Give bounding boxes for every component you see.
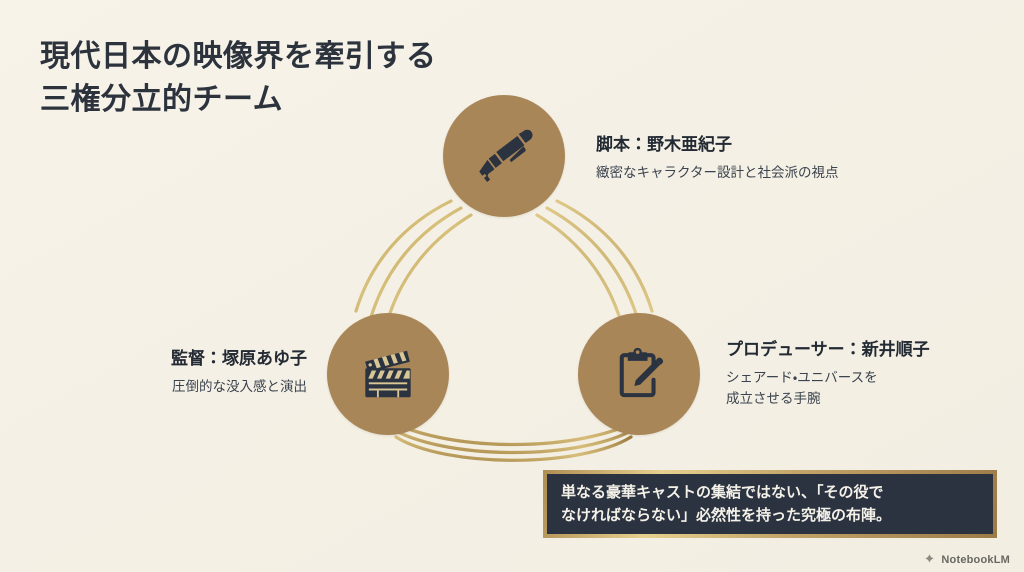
caption-text: 単なる豪華キャストの集結ではない、「その役で なければならない」必然性を持った究… xyxy=(561,481,891,528)
label-director-sub-line-1: 圧倒的な没入感と演出 xyxy=(172,379,307,396)
page-title-line-2: 三権分立的チーム xyxy=(40,81,284,117)
page-title: 現代日本の映像界を牽引する 三権分立的チーム xyxy=(40,36,600,121)
caption-line-1: 単なる豪華キャストの集結ではない、「その役で xyxy=(561,482,884,501)
label-producer-sub-line-2: 成立させる手腕 xyxy=(726,391,821,408)
label-writer: 脚本：野木亜紀子 緻密なキャラクター設計と社会派の視点 xyxy=(596,134,838,184)
watermark-label: NotebookLM xyxy=(941,553,1010,566)
arc-top-left xyxy=(354,199,473,324)
label-producer: プロデューサー：新井順子 シェアード・ユニバースを 成立させる手腕 xyxy=(726,339,930,410)
label-writer-sub-line-1: 緻密なキャラクター設計と社会派の視点 xyxy=(596,165,839,182)
node-writer[interactable] xyxy=(443,95,565,217)
caption-box: 単なる豪華キャストの集結ではない、「その役で なければならない」必然性を持った究… xyxy=(543,470,997,538)
clipboard-pencil-icon xyxy=(619,347,664,398)
label-producer-sub: シェアード・ユニバースを 成立させる手腕 xyxy=(726,368,930,410)
node-director[interactable] xyxy=(327,313,449,435)
label-director-heading: 監督：塚原あゆ子 xyxy=(171,349,307,369)
label-writer-heading: 脚本：野木亜紀子 xyxy=(596,135,732,155)
label-director-sub: 圧倒的な没入感と演出 xyxy=(171,377,307,398)
page-title-line-1: 現代日本の映像界を牽引する xyxy=(40,39,437,74)
notebooklm-logo-icon xyxy=(925,554,935,563)
label-director: 監督：塚原あゆ子 圧倒的な没入感と演出 xyxy=(171,348,307,398)
fountain-pen-icon xyxy=(479,129,533,182)
node-producer[interactable] xyxy=(578,313,700,435)
label-producer-sub-line-1: シェアード・ユニバースを xyxy=(726,370,878,387)
caption-line-2: なければならない」必然性を持った究極の布陣。 xyxy=(561,506,892,524)
arc-top-right xyxy=(535,199,654,324)
clapperboard-icon xyxy=(365,350,411,398)
label-writer-sub: 緻密なキャラクター設計と社会派の視点 xyxy=(596,163,838,184)
label-producer-heading: プロデューサー：新井順子 xyxy=(726,340,930,360)
watermark: NotebookLM xyxy=(923,553,1010,566)
